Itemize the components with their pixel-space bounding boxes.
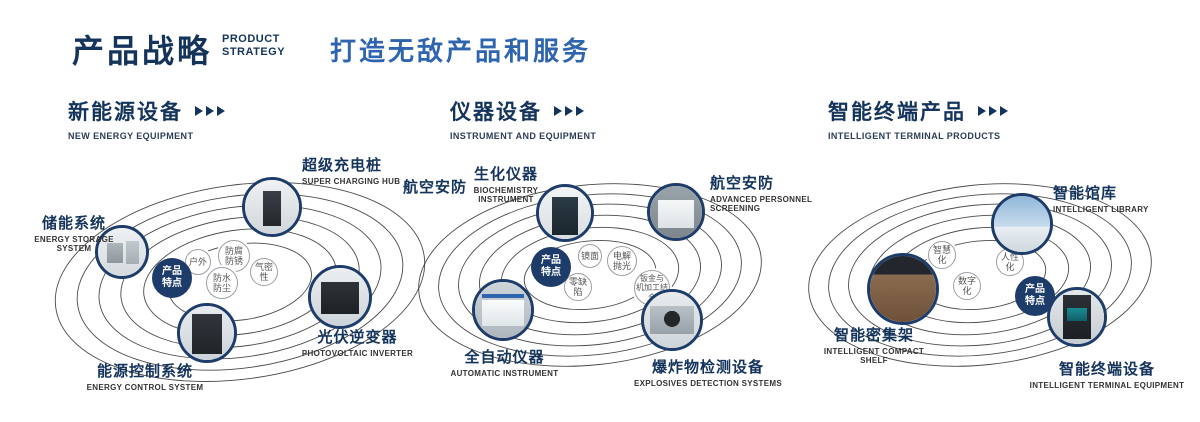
node-label-photovoltaic-inverter: 光伏逆变器 PHOTOVOLTAIC INVERTER [301, 329, 414, 358]
biochemistry-instrument-photo [536, 184, 594, 242]
section-header-instruments: 仪器设备 INSTRUMENT AND EQUIPMENT [450, 96, 596, 141]
intelligent-compact-shelf-photo [867, 253, 939, 325]
energy-storage-photo [95, 225, 149, 279]
energy-control-photo [177, 303, 237, 363]
section-subtitle: INSTRUMENT AND EQUIPMENT [450, 131, 597, 141]
section-title: 智能终端产品 [828, 101, 966, 124]
intelligent-terminal-photo [1047, 287, 1107, 347]
triple-arrow-icon [975, 106, 1008, 116]
node-label-biochemistry: 生化仪器 BIOCHEMISTRY INSTRUMENT [473, 166, 539, 204]
triple-arrow-icon [551, 106, 584, 116]
explosives-detection-photo [641, 289, 703, 351]
photovoltaic-inverter-photo [308, 265, 372, 329]
section-subtitle: INTELLIGENT TERMINAL PRODUCTS [828, 131, 1001, 141]
section-title: 新能源设备 [68, 101, 183, 124]
node-label-energy-control: 能源控制系统 ENERGY CONTROL SYSTEM [86, 363, 204, 392]
node-label-compact-shelf: 智能密集架 INTELLIGENT COMPACT SHELF [823, 327, 925, 365]
feature-bubble: 智慧化 [928, 241, 956, 269]
orbit-rings-new-energy [54, 182, 426, 382]
feature-bubble: 零缺陷 [564, 273, 592, 301]
node-label-aviation-security: 航空安防 [403, 179, 468, 196]
product-features-badge: 产品 特点 [152, 258, 192, 298]
feature-bubble: 防水 防尘 [206, 267, 238, 299]
personnel-screening-photo [647, 183, 705, 241]
node-label-personnel-screening: 航空安防 ADVANCED PERSONNEL SCREENING [710, 175, 813, 213]
feature-bubble: 人性化 [996, 248, 1024, 276]
feature-bubble: 气密性 [250, 258, 278, 286]
intelligent-library-photo [991, 193, 1053, 255]
section-subtitle: NEW ENERGY EQUIPMENT [68, 131, 194, 141]
node-label-super-charging-hub: 超级充电桩 SUPER CHARGING HUB [302, 157, 401, 186]
section-header-new-energy: 新能源设备 NEW ENERGY EQUIPMENT [68, 96, 225, 141]
node-label-explosives-detection: 爆炸物检测设备 EXPLOSIVES DETECTION SYSTEMS [634, 359, 782, 388]
section-title: 仪器设备 [450, 101, 542, 124]
node-label-energy-storage: 储能系统 ENERGY STORAGE SYSTEM [34, 215, 114, 253]
page-title: 产品战略 [72, 33, 213, 69]
section-header-intelligent-terminal: 智能终端产品 INTELLIGENT TERMINAL PRODUCTS [828, 96, 1008, 141]
product-features-badge: 产品 特点 [531, 247, 571, 287]
node-label-intelligent-library: 智能馆库 INTELLIGENT LIBRARY [1053, 185, 1149, 214]
product-features-badge: 产品 特点 [1015, 276, 1055, 316]
feature-bubble: 镜面 [578, 244, 602, 268]
super-charging-hub-photo [242, 177, 302, 237]
feature-bubble: 防腐 防锈 [218, 240, 250, 272]
page-title-english: PRODUCT STRATEGY [222, 33, 286, 59]
feature-bubble: 电解 抛光 [607, 246, 637, 276]
node-label-terminal-equipment: 智能终端设备 INTELLIGENT TERMINAL EQUIPMENT [1029, 361, 1185, 390]
feature-bubble: 数字化 [953, 272, 981, 300]
node-label-automatic-instrument: 全自动仪器 AUTOMATIC INSTRUMENT [450, 349, 559, 378]
triple-arrow-icon [192, 106, 225, 116]
page-slogan: 打造无敌产品和服务 [330, 36, 592, 66]
automatic-instrument-photo [472, 279, 534, 341]
